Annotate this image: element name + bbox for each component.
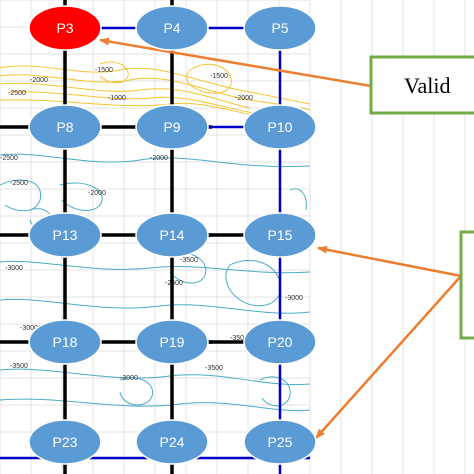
contour-label: -2000 — [150, 155, 168, 162]
node-label: P3 — [56, 20, 73, 36]
contour-line — [259, 376, 291, 407]
warm-contour — [0, 65, 311, 105]
node-label: P19 — [160, 334, 185, 350]
contour-label: -2500 — [0, 155, 18, 162]
contour-line — [119, 377, 153, 406]
contour-label: -1500 — [210, 73, 228, 80]
valid-callout-box — [369, 55, 474, 115]
contour-label: -3500 — [205, 365, 223, 372]
warm-contour — [9, 91, 261, 115]
node-p13[interactable]: P13 — [28, 212, 102, 258]
contour-line — [0, 398, 311, 412]
contour-label: -2500 — [10, 180, 28, 187]
node-label: P20 — [268, 334, 293, 350]
node-ellipse — [135, 419, 209, 465]
node-ellipse — [243, 104, 317, 150]
callout-arrows — [99, 37, 462, 439]
contour-line — [0, 368, 311, 386]
node-ellipse — [243, 5, 317, 51]
contour-line — [59, 182, 103, 211]
node-ellipse — [28, 319, 102, 365]
callout-arrow — [99, 37, 372, 88]
contour-label: -2000 — [30, 77, 48, 84]
node-label: P24 — [160, 434, 185, 450]
node-label: P14 — [160, 227, 185, 243]
node-ellipse — [28, 5, 102, 51]
node-label: P25 — [268, 434, 293, 450]
valid-callout-text: Valid — [404, 73, 450, 98]
contour-line — [0, 260, 311, 274]
node-ellipse — [135, 104, 209, 150]
node-label: P15 — [268, 227, 293, 243]
contour-label: -3000 — [285, 295, 303, 302]
node-p18[interactable]: P18 — [28, 319, 102, 365]
node-ellipse — [135, 319, 209, 365]
right-callout-box — [459, 230, 474, 340]
node-p10[interactable]: P10 — [243, 104, 317, 150]
contour-label: -1000 — [108, 95, 126, 102]
node-p4[interactable]: P4 — [135, 5, 209, 51]
node-p19[interactable]: P19 — [135, 319, 209, 365]
node-label: P10 — [268, 119, 293, 135]
warm-contour — [0, 74, 311, 111]
node-p14[interactable]: P14 — [135, 212, 209, 258]
contour-label: -3000 — [5, 265, 23, 272]
node-ellipse — [243, 319, 317, 365]
contour-label: -2000 — [235, 95, 253, 102]
contour-label: -2500 — [165, 280, 183, 287]
node-p9[interactable]: P9 — [135, 104, 209, 150]
node-ellipse — [28, 104, 102, 150]
callouts: Valid — [369, 55, 474, 340]
node-p3[interactable]: P3 — [28, 5, 102, 51]
node-ellipse — [135, 212, 209, 258]
node-ellipse — [28, 212, 102, 258]
contour-label: -3500 — [10, 363, 28, 370]
contour-line — [225, 260, 282, 307]
node-ellipse — [243, 419, 317, 465]
contour-label: -1500 — [95, 67, 113, 74]
contour-label: -3000 — [20, 325, 38, 332]
contour-label: -2500 — [8, 90, 26, 97]
warm-contour — [0, 82, 251, 109]
node-p25[interactable]: P25 — [243, 419, 317, 465]
warm-contour-band — [0, 61, 311, 119]
contour-label: -3500 — [180, 257, 198, 264]
node-ellipse — [135, 5, 209, 51]
contour-line — [0, 179, 42, 212]
node-p23[interactable]: P23 — [28, 419, 102, 465]
node-label: P13 — [53, 227, 78, 243]
contour-line — [0, 153, 311, 168]
node-label: P23 — [53, 434, 78, 450]
callout-arrow — [317, 245, 462, 278]
contour-label: -3000 — [120, 375, 138, 382]
warm-contour — [0, 99, 271, 119]
node-p8[interactable]: P8 — [28, 104, 102, 150]
node-p5[interactable]: P5 — [243, 5, 317, 51]
node-label: P5 — [271, 20, 288, 36]
contour-label: -3500 — [230, 335, 248, 342]
contour-label: -2000 — [88, 190, 106, 197]
node-ellipse — [28, 419, 102, 465]
contour-line — [0, 298, 311, 314]
node-label: P18 — [53, 334, 78, 350]
node-p24[interactable]: P24 — [135, 419, 209, 465]
contour-lines — [0, 153, 311, 412]
warm-contour — [99, 61, 129, 84]
node-ellipse — [243, 212, 317, 258]
warm-contour — [186, 63, 232, 94]
node-label: P8 — [56, 119, 73, 135]
node-p20[interactable]: P20 — [243, 319, 317, 365]
node-p15[interactable]: P15 — [243, 212, 317, 258]
node-label: P4 — [163, 20, 180, 36]
node-label: P9 — [163, 119, 180, 135]
contour-line — [289, 188, 307, 211]
callout-arrow — [315, 275, 462, 439]
